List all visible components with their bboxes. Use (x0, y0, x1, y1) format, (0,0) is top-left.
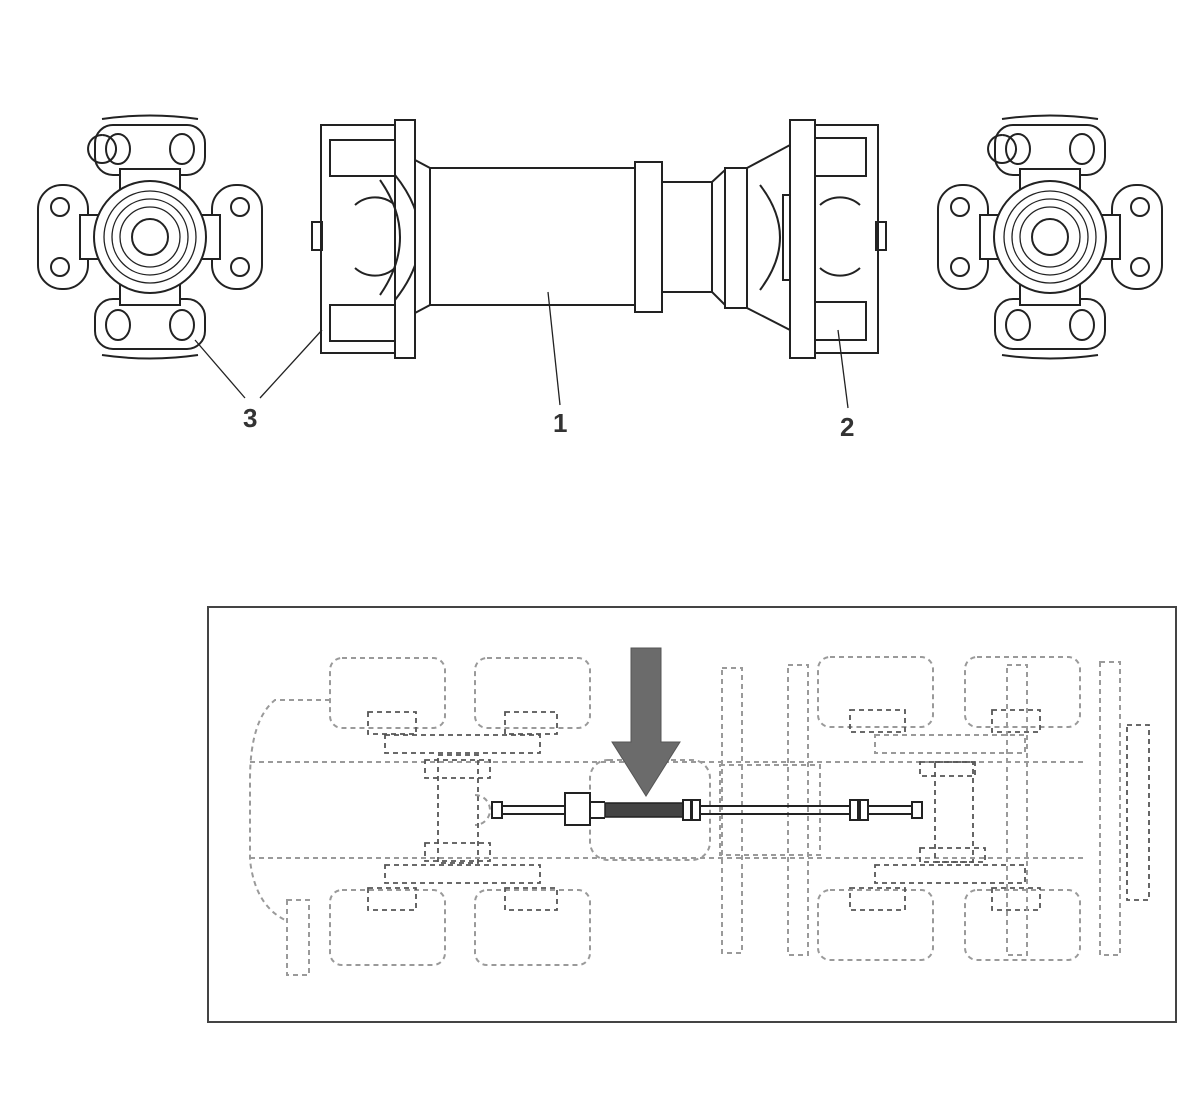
chassis-location-arrow-icon (611, 647, 681, 797)
chassis-location-inset (207, 606, 1177, 1023)
callout-1: 1 (553, 408, 567, 438)
propeller-shaft (311, 119, 887, 359)
universal-joint-left (37, 114, 263, 360)
callout-3: 3 (243, 403, 257, 433)
leader-lines (194, 291, 849, 409)
callout-2: 2 (840, 412, 854, 442)
universal-joint-right (937, 114, 1163, 360)
